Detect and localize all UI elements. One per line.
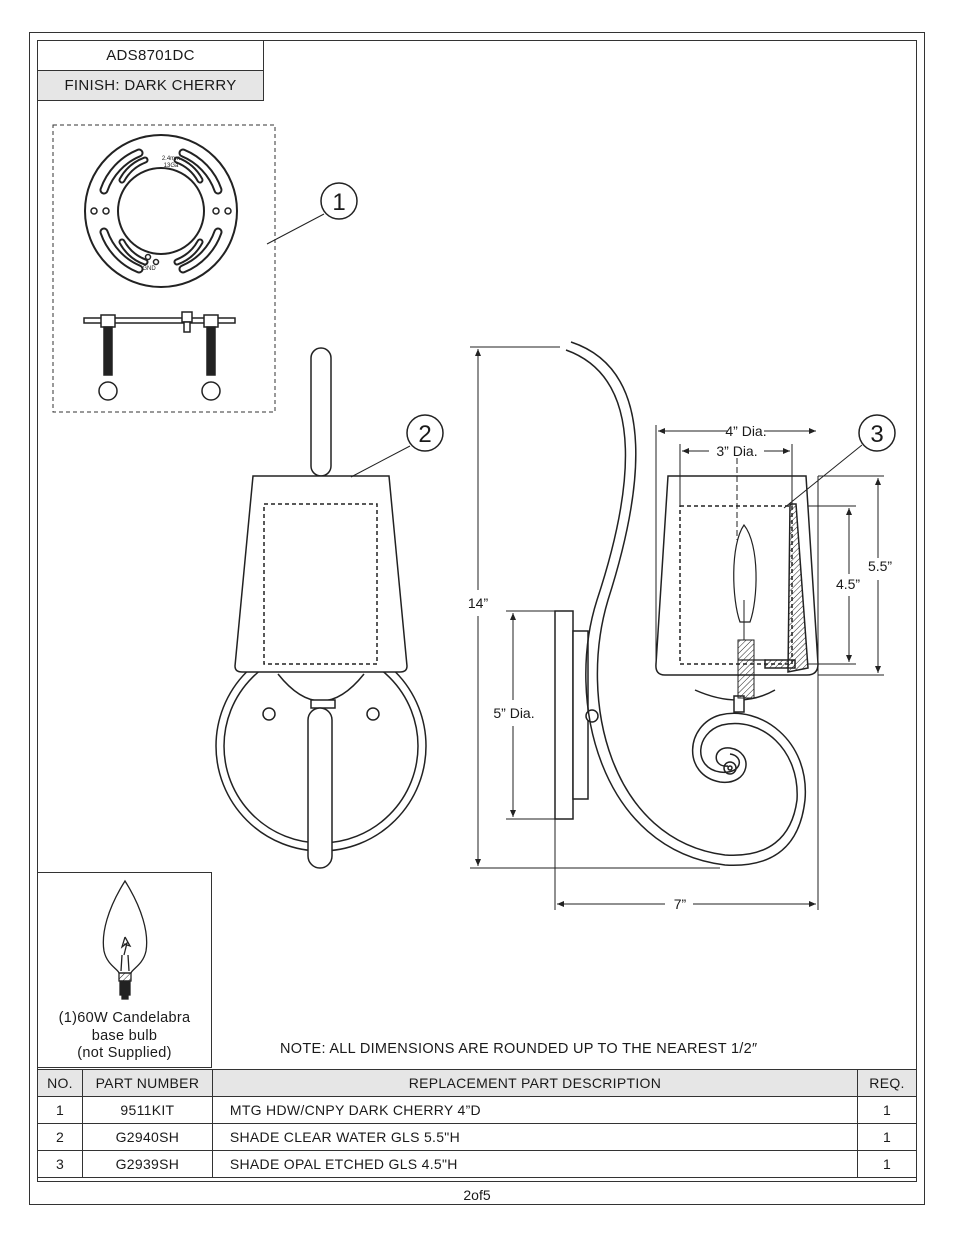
fixture-front-view — [215, 347, 427, 869]
cell-part-number: G2940SH — [81, 1123, 213, 1151]
bracket-gauge-label-1: 2.4mm — [162, 156, 180, 162]
col-header-part-number: PART NUMBER — [81, 1069, 213, 1097]
dim-extension: 7” — [674, 896, 687, 912]
dim-height-total: 14” — [468, 595, 489, 611]
outer-frame — [29, 32, 925, 1205]
dim-backplate-dia: 5” Dia. — [493, 705, 534, 721]
dim-shade-inner-height: 4.5” — [836, 576, 860, 592]
model-number: ADS8701DC — [37, 40, 264, 71]
drawing-border — [37, 40, 917, 1182]
hardware-dashed-box — [52, 124, 276, 413]
fixture-side-view — [554, 341, 819, 866]
bulb-caption-line-3: (not Supplied) — [77, 1045, 172, 1061]
table-header-row: NO. PART NUMBER REPLACEMENT PART DESCRIP… — [37, 1069, 917, 1097]
bracket-ground-label: GND — [142, 266, 156, 272]
screw-head-icon — [201, 381, 221, 401]
cell-no: 3 — [37, 1150, 83, 1178]
cell-description: MTG HDW/CNPY DARK CHERRY 4”D — [211, 1096, 859, 1124]
table-row: 2 G2940SH SHADE CLEAR WATER GLS 5.5"H 1 — [37, 1123, 917, 1151]
cell-req: 1 — [857, 1096, 917, 1124]
callout-1-circle — [320, 182, 358, 220]
table-row: 1 9511KIT MTG HDW/CNPY DARK CHERRY 4”D 1 — [37, 1096, 917, 1124]
bulb-caption: (1)60W Candelabra base bulb (not Supplie… — [37, 1010, 212, 1063]
dimensions-note: NOTE: ALL DIMENSIONS ARE ROUNDED UP TO T… — [280, 1041, 758, 1057]
cell-no: 2 — [37, 1123, 83, 1151]
col-header-description: REPLACEMENT PART DESCRIPTION — [211, 1069, 859, 1097]
screw-head-icon — [98, 381, 118, 401]
callout-2: 2 — [418, 421, 431, 448]
bulb-caption-line-1: (1)60W Candelabra — [58, 1010, 191, 1026]
col-header-req: REQ. — [857, 1069, 917, 1097]
callout-1: 1 — [332, 189, 345, 216]
cell-description: SHADE CLEAR WATER GLS 5.5"H — [211, 1123, 859, 1151]
col-header-no: NO. — [37, 1069, 83, 1097]
dim-shade-outer-dia: 4” Dia. — [725, 423, 766, 439]
cell-part-number: G2939SH — [81, 1150, 213, 1178]
dim-shade-inner-dia: 3” Dia. — [716, 443, 757, 459]
bracket-side-view-icon — [83, 311, 236, 376]
cell-req: 1 — [857, 1123, 917, 1151]
finish-label: FINISH: DARK CHERRY — [37, 70, 264, 101]
callout-3: 3 — [870, 421, 883, 448]
cell-description: SHADE OPAL ETCHED GLS 4.5"H — [211, 1150, 859, 1178]
mounting-bracket-icon — [84, 134, 238, 288]
mounting-hardware: 2.4mm 13Ga GND — [52, 124, 276, 413]
candelabra-bulb-icon — [102, 879, 148, 1000]
cell-req: 1 — [857, 1150, 917, 1178]
cell-part-number: 9511KIT — [81, 1096, 213, 1124]
table-row: 3 G2939SH SHADE OPAL ETCHED GLS 4.5"H 1 — [37, 1150, 917, 1178]
callout-2-circle — [406, 414, 444, 452]
bulb-box — [37, 872, 212, 1068]
parts-table: NO. PART NUMBER REPLACEMENT PART DESCRIP… — [37, 1069, 917, 1178]
dim-shade-outer-height: 5.5” — [868, 558, 892, 574]
cell-no: 1 — [37, 1096, 83, 1124]
callout-3-circle — [858, 414, 896, 452]
page-number: 2of5 — [463, 1187, 491, 1203]
bracket-gauge-label-2: 13Ga — [164, 163, 179, 169]
bulb-caption-line-2: base bulb — [91, 1027, 158, 1044]
